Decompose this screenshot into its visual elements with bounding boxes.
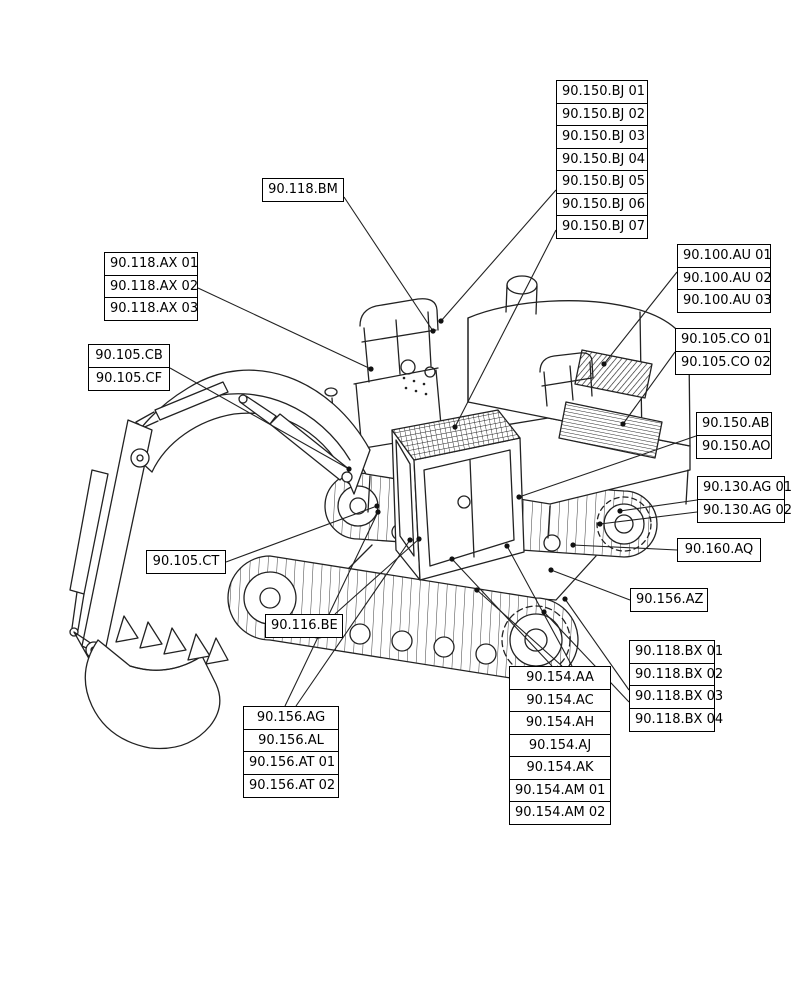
part-code-label[interactable]: 90.100.AU 03	[677, 289, 772, 313]
part-code-label[interactable]: 90.156.AL	[243, 728, 339, 753]
part-code-label[interactable]: 90.130.AG 02	[697, 498, 792, 523]
leader-lines	[169, 189, 698, 707]
part-code-label[interactable]: 90.118.BM	[262, 178, 344, 202]
part-code-label[interactable]: 90.156.AT 01	[243, 751, 339, 775]
part-code-label[interactable]: 90.130.AG 01	[697, 476, 792, 500]
part-code-label[interactable]: 90.154.AA	[509, 666, 611, 690]
part-code-label[interactable]: 90.116.BE	[265, 614, 343, 638]
label-group-90-105-ct: 90.105.CT	[146, 550, 226, 574]
part-code-label[interactable]: 90.154.AJ	[509, 733, 611, 758]
part-code-label[interactable]: 90.118.AX 01	[104, 252, 198, 276]
label-group-90-156: 90.156.AG 90.156.AL 90.156.AT 01 90.156.…	[243, 706, 339, 798]
part-code-label[interactable]: 90.105.CF	[88, 366, 170, 391]
label-group-90-154: 90.154.AA 90.154.AC 90.154.AH 90.154.AJ …	[509, 666, 611, 825]
part-code-label[interactable]: 90.150.BJ 06	[556, 192, 648, 217]
label-group-90-150-bj: 90.150.BJ 01 90.150.BJ 02 90.150.BJ 03 9…	[556, 80, 648, 239]
part-code-label[interactable]: 90.150.AO	[696, 434, 772, 459]
part-code-label[interactable]: 90.150.BJ 03	[556, 125, 648, 149]
part-code-label[interactable]: 90.118.BX 02	[629, 662, 723, 687]
part-code-label[interactable]: 90.150.BJ 02	[556, 102, 648, 127]
part-code-label[interactable]: 90.156.AG	[243, 706, 339, 730]
part-code-label[interactable]: 90.156.AZ	[630, 588, 708, 612]
part-code-label[interactable]: 90.118.AX 03	[104, 297, 198, 321]
part-code-label[interactable]: 90.118.BX 03	[629, 685, 723, 709]
label-group-90-116-be: 90.116.BE	[265, 614, 343, 638]
label-group-90-130-ag: 90.130.AG 01 90.130.AG 02	[697, 476, 792, 523]
label-group-90-150-ab-ao: 90.150.AB 90.150.AO	[696, 412, 772, 459]
part-code-label[interactable]: 90.118.BX 01	[629, 640, 723, 664]
part-code-label[interactable]: 90.100.AU 02	[677, 266, 772, 291]
label-group-90-160-aq: 90.160.AQ	[677, 538, 761, 562]
part-code-label[interactable]: 90.150.BJ 01	[556, 80, 648, 104]
part-code-label[interactable]: 90.160.AQ	[677, 538, 761, 562]
part-code-label[interactable]: 90.150.BJ 05	[556, 170, 648, 194]
part-code-label[interactable]: 90.105.CO 02	[675, 350, 771, 375]
label-group-90-156-az: 90.156.AZ	[630, 588, 708, 612]
part-code-label[interactable]: 90.150.BJ 04	[556, 147, 648, 172]
part-code-label[interactable]: 90.100.AU 01	[677, 244, 772, 268]
label-group-90-118-ax: 90.118.AX 01 90.118.AX 02 90.118.AX 03	[104, 252, 198, 321]
label-group-90-118-bm: 90.118.BM	[262, 178, 344, 202]
handrail-right	[539, 352, 594, 407]
leader-dots	[346, 318, 626, 615]
part-code-label[interactable]: 90.150.BJ 07	[556, 215, 648, 239]
part-code-label[interactable]: 90.150.AB	[696, 412, 772, 436]
part-code-label[interactable]: 90.118.BX 04	[629, 707, 723, 732]
part-code-label[interactable]: 90.105.CO 01	[675, 328, 771, 352]
part-code-label[interactable]: 90.105.CT	[146, 550, 226, 574]
handrail-left	[359, 298, 439, 383]
part-code-label[interactable]: 90.156.AT 02	[243, 773, 339, 798]
part-code-label[interactable]: 90.154.AC	[509, 688, 611, 713]
part-code-label[interactable]: 90.154.AM 01	[509, 778, 611, 803]
label-group-90-105-cb-cf: 90.105.CB 90.105.CF	[88, 344, 170, 391]
label-group-90-100-au: 90.100.AU 01 90.100.AU 02 90.100.AU 03	[677, 244, 772, 313]
boom-arm-bucket	[69, 369, 371, 750]
part-code-label[interactable]: 90.154.AK	[509, 756, 611, 780]
part-code-label[interactable]: 90.105.CB	[88, 344, 170, 368]
cab	[391, 409, 525, 581]
label-group-90-118-bx: 90.118.BX 01 90.118.BX 02 90.118.BX 03 9…	[629, 640, 723, 732]
part-code-label[interactable]: 90.118.AX 02	[104, 274, 198, 299]
label-group-90-105-co: 90.105.CO 01 90.105.CO 02	[675, 328, 771, 375]
part-code-label[interactable]: 90.154.AM 02	[509, 801, 611, 825]
part-code-label[interactable]: 90.154.AH	[509, 711, 611, 735]
